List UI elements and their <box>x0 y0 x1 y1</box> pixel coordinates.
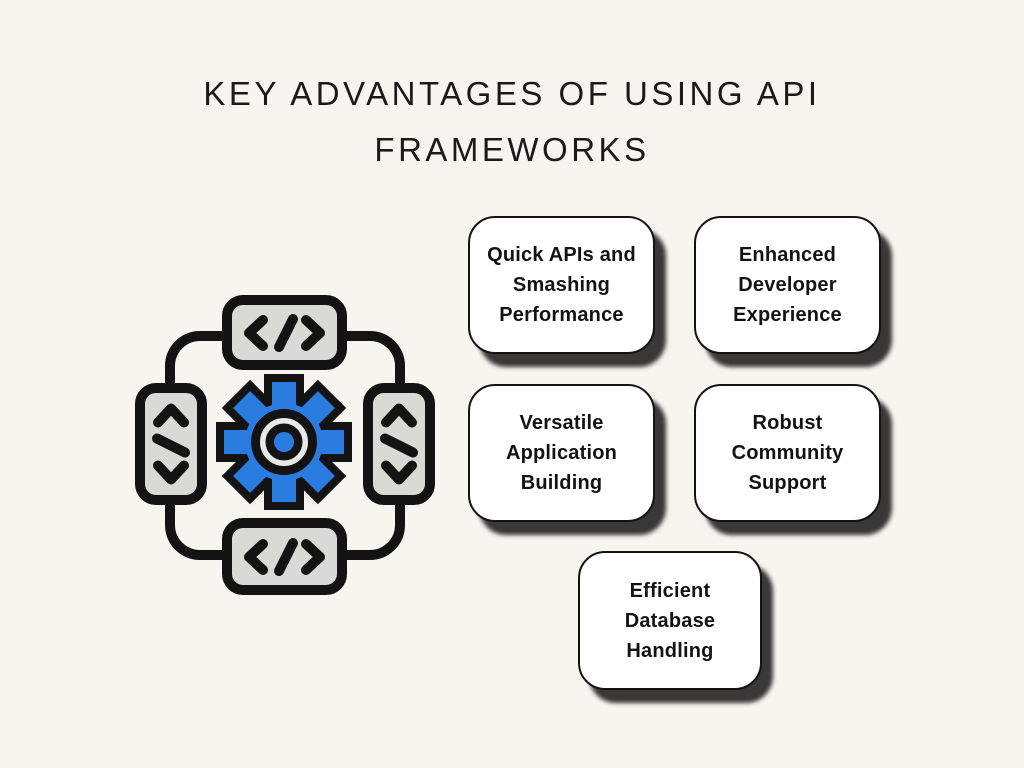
api-framework-gear-icon <box>135 295 435 595</box>
card-label-line: Community <box>731 442 844 464</box>
code-glyph-top <box>244 314 325 352</box>
card-label-line: Robust <box>752 412 823 434</box>
card-robust-community-support: Robust Community Support <box>694 384 881 522</box>
card-label-line: Enhanced <box>738 244 837 266</box>
gear-hub-center-dot <box>274 432 294 452</box>
card-label-line: Versatile <box>519 412 604 434</box>
card-label-line: Performance <box>499 304 624 326</box>
card-label-line: Database <box>624 609 716 632</box>
card-label-line: Quick APIs and <box>487 244 636 266</box>
page-title-line-2: FRAMEWORKS <box>374 131 650 168</box>
card-label-line: Support <box>748 472 827 494</box>
card-label: Enhanced Developer Experience <box>733 240 842 330</box>
card-efficient-database-handling: Efficient Database Handling <box>578 551 762 690</box>
card-label: Efficient Database Handling <box>625 576 716 666</box>
page-title: KEY ADVANTAGES OF USING API FRAMEWORKS <box>0 66 1024 178</box>
code-glyph-left <box>152 403 190 485</box>
card-label: Versatile Application Building <box>506 408 617 498</box>
card-label-line: Handling <box>626 639 714 662</box>
card-enhanced-developer-experience: Enhanced Developer Experience <box>694 216 881 354</box>
card-label-line: Efficient <box>629 579 711 602</box>
card-label-line: Application <box>505 442 618 464</box>
card-label: Quick APIs and Smashing Performance <box>487 240 636 330</box>
code-glyph-right <box>380 403 418 485</box>
card-label-line: Smashing <box>512 274 611 296</box>
card-versatile-application-building: Versatile Application Building <box>468 384 655 522</box>
card-label-line: Developer <box>738 274 837 296</box>
card-quick-apis-performance: Quick APIs and Smashing Performance <box>468 216 655 354</box>
code-glyph-bottom <box>244 538 325 576</box>
gear-hub-inner-ring <box>265 423 303 461</box>
card-label-line: Experience <box>733 304 842 326</box>
page-title-line-1: KEY ADVANTAGES OF USING API <box>203 75 821 112</box>
card-label: Robust Community Support <box>732 408 844 498</box>
card-label-line: Building <box>520 472 603 494</box>
